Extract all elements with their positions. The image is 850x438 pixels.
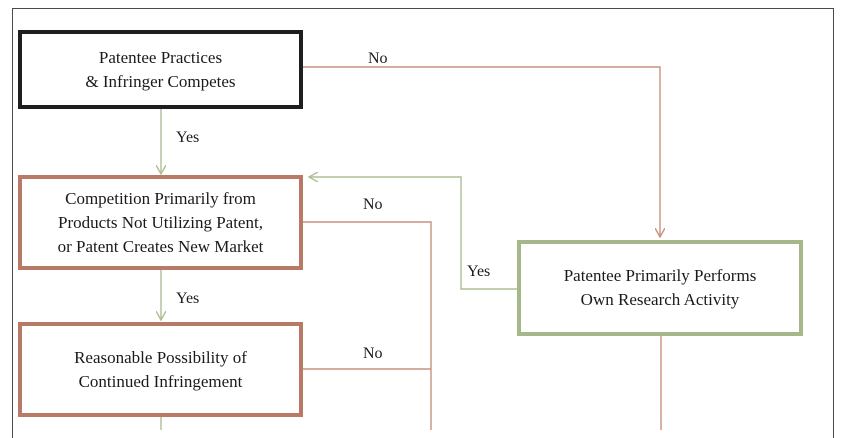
box-research: Patentee Primarily Performs Own Research… (517, 240, 803, 336)
line-competition-no (303, 221, 432, 430)
label-no-mid: No (363, 196, 383, 213)
label-no-top: No (368, 50, 388, 67)
arrow-research-yes-to-competition (310, 177, 517, 290)
label-no-bottom: No (363, 345, 383, 362)
box-patentee-practices: Patentee Practices & Infringer Competes (18, 30, 303, 109)
box-infringement: Reasonable Possibility of Continued Infr… (18, 322, 303, 417)
box-infringement-text: Reasonable Possibility of Continued Infr… (74, 347, 247, 391)
box-competition-text: Competition Primarily from Products Not … (57, 188, 264, 256)
box-patentee-practices-text: Patentee Practices & Infringer Competes (85, 47, 236, 91)
box-competition: Competition Primarily from Products Not … (18, 175, 303, 270)
label-yes-research: Yes (467, 263, 491, 280)
label-yes-2: Yes (176, 290, 200, 307)
label-yes-1: Yes (176, 129, 200, 146)
diagram-frame (12, 8, 834, 438)
box-research-text: Patentee Primarily Performs Own Research… (563, 266, 757, 309)
arrow-no-to-research (303, 66, 660, 236)
